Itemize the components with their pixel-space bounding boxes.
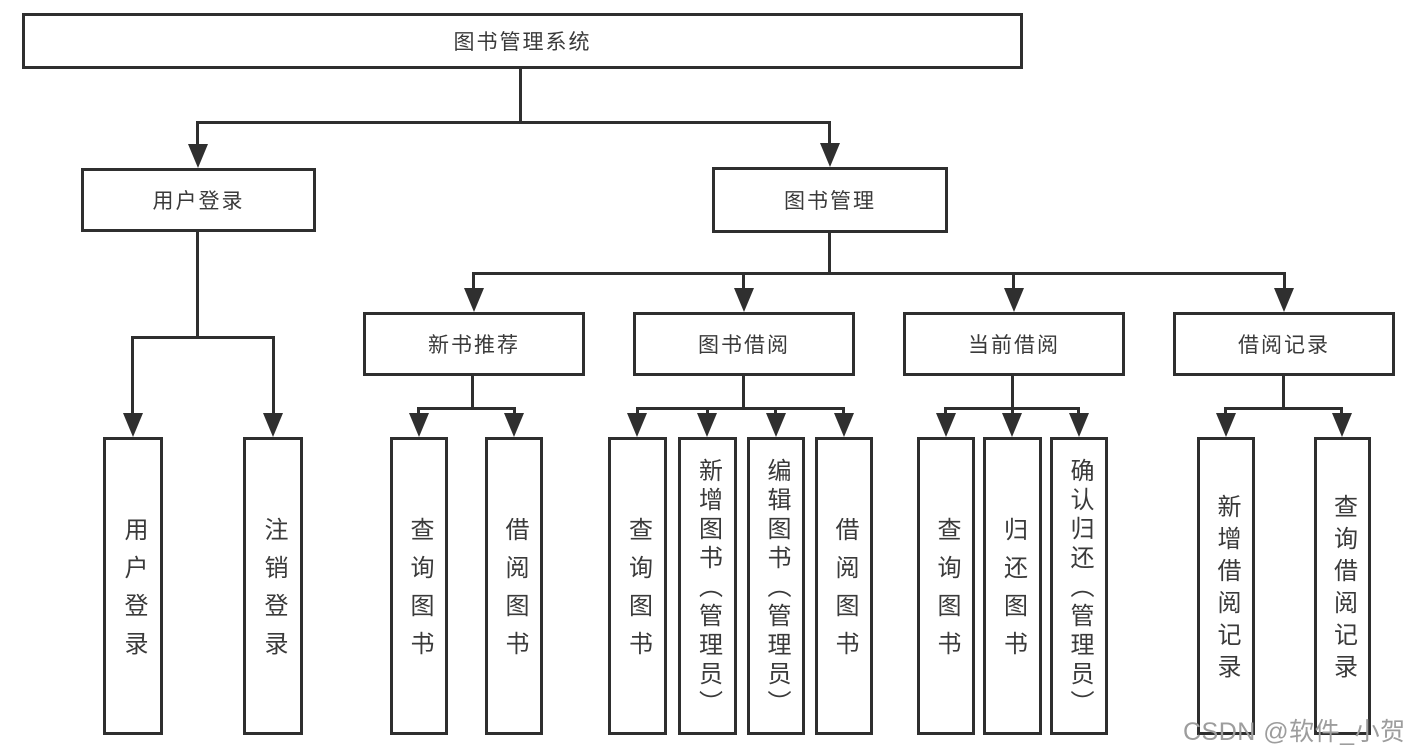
connector-stem-user-login (196, 232, 199, 339)
node-library-system-label: 图书管理系统 (453, 31, 592, 54)
leaf-query-books-current-label: 查询图书 (933, 517, 960, 669)
node-library-system: 图书管理系统 (22, 13, 1023, 69)
leaf-edit-book-admin-label: 编辑图书（管理员） (763, 458, 790, 719)
leaf-add-borrow-record: 新增借阅记录 (1197, 437, 1255, 735)
connector-drop-book-management (828, 121, 831, 148)
node-borrow-records: 借阅记录 (1173, 312, 1395, 376)
connector-drop-l3 (1012, 272, 1015, 294)
connector-drop-leaf (774, 407, 777, 418)
connector-drop-l3 (742, 272, 745, 294)
arrow-down-icon (1332, 413, 1352, 437)
arrow-down-icon (1216, 413, 1236, 437)
leaf-query-books-borrow: 查询图书 (608, 437, 667, 735)
arrow-down-icon (734, 288, 754, 312)
leaf-user-login: 用户登录 (103, 437, 163, 735)
arrow-down-icon (1274, 288, 1294, 312)
leaf-logout: 注销登录 (243, 437, 303, 735)
arrow-down-icon (1004, 288, 1024, 312)
leaf-borrow-books-recommend: 借阅图书 (485, 437, 543, 735)
arrow-down-icon (1069, 413, 1089, 437)
arrow-down-icon (123, 413, 143, 437)
leaf-user-login-label: 用户登录 (120, 517, 147, 669)
node-book-management-label: 图书管理 (784, 190, 876, 213)
connector-hbar-borrow-records (1224, 407, 1343, 410)
leaf-confirm-return-admin: 确认归还（管理员） (1050, 437, 1108, 735)
leaf-query-borrow-record-label: 查询借阅记录 (1329, 494, 1357, 686)
connector-stem-current-borrow (1011, 376, 1014, 410)
node-new-book-recommend-label: 新书推荐 (428, 334, 520, 357)
connector-drop-leaf (636, 407, 639, 418)
leaf-edit-book-admin: 编辑图书（管理员） (747, 437, 805, 735)
leaf-borrow-books-recommend-label: 借阅图书 (501, 517, 528, 669)
leaf-borrow-books: 借阅图书 (815, 437, 873, 735)
leaf-logout-label: 注销登录 (260, 517, 287, 669)
node-user-login: 用户登录 (81, 168, 316, 232)
leaf-confirm-return-admin-label: 确认归还（管理员） (1066, 458, 1093, 719)
arrow-down-icon (1002, 413, 1022, 437)
connector-drop-leaf (1011, 407, 1014, 418)
arrow-down-icon (464, 288, 484, 312)
node-user-login-label: 用户登录 (152, 190, 245, 213)
connector-drop-leaf (1077, 407, 1080, 418)
node-book-borrow-label: 图书借阅 (698, 334, 790, 357)
node-new-book-recommend: 新书推荐 (363, 312, 585, 376)
connector-stem-root (519, 69, 522, 123)
node-current-borrow: 当前借阅 (903, 312, 1125, 376)
leaf-query-books-current: 查询图书 (917, 437, 975, 735)
arrow-down-icon (504, 413, 524, 437)
leaf-query-books-recommend: 查询图书 (390, 437, 448, 735)
arrow-down-icon (834, 413, 854, 437)
connector-hbar-book-borrow (636, 407, 845, 410)
connector-drop-leaf (513, 407, 516, 418)
connector-stem-borrow-records (1282, 376, 1285, 410)
arrow-down-icon (409, 413, 429, 437)
connector-drop-leaf (706, 407, 709, 418)
arrow-down-icon (627, 413, 647, 437)
connector-drop-leaf (842, 407, 845, 418)
leaf-borrow-books-label: 借阅图书 (831, 517, 858, 669)
connector-drop-leaf (272, 336, 275, 418)
connector-drop-leaf (417, 407, 420, 418)
leaf-return-book-label: 归还图书 (999, 517, 1027, 669)
arrow-down-icon (697, 413, 717, 437)
arrow-down-icon (936, 413, 956, 437)
leaf-query-books-recommend-label: 查询图书 (406, 517, 433, 669)
connector-drop-leaf (131, 336, 134, 418)
node-book-management: 图书管理 (712, 167, 948, 233)
watermark: CSDN @软件_小贺同学 (1183, 718, 1405, 746)
connector-hbar-book-management (472, 272, 1286, 275)
connector-stem-new-book-recommend (471, 376, 474, 410)
arrow-down-icon (820, 143, 840, 167)
arrow-down-icon (766, 413, 786, 437)
leaf-query-borrow-record: 查询借阅记录 (1314, 437, 1371, 735)
arrow-down-icon (263, 413, 283, 437)
node-borrow-records-label: 借阅记录 (1238, 334, 1330, 357)
arrow-down-icon (188, 144, 208, 168)
leaf-return-book: 归还图书 (983, 437, 1042, 735)
connector-drop-l3 (472, 272, 475, 294)
connector-hbar-new-book-recommend (417, 407, 516, 410)
leaf-add-book-admin-label: 新增图书（管理员） (694, 458, 722, 719)
leaf-query-books-borrow-label: 查询图书 (624, 517, 652, 669)
leaf-add-book-admin: 新增图书（管理员） (678, 437, 737, 735)
connector-drop-user-login (196, 121, 199, 149)
node-current-borrow-label: 当前借阅 (968, 334, 1060, 357)
connector-drop-l3 (1283, 272, 1286, 294)
connector-stem-book-management (828, 233, 831, 275)
connector-hbar-user-login (131, 336, 275, 339)
node-book-borrow: 图书借阅 (633, 312, 855, 376)
connector-drop-leaf (1224, 407, 1227, 418)
leaf-add-borrow-record-label: 新增借阅记录 (1213, 494, 1240, 686)
connector-hbar-root (196, 121, 831, 124)
connector-stem-book-borrow (742, 376, 745, 410)
connector-drop-leaf (1340, 407, 1343, 418)
connector-drop-leaf (944, 407, 947, 418)
